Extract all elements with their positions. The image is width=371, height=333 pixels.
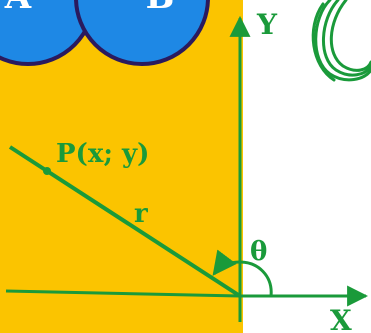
venn-circle-b <box>74 0 210 66</box>
x-axis-label: X <box>330 304 352 333</box>
ray-length-label: r <box>134 199 148 229</box>
venn-label-a: A <box>4 0 32 17</box>
venn-circle-a <box>0 0 96 66</box>
x-axis-left <box>5 289 241 298</box>
green-scribble-icon <box>311 0 371 82</box>
venn-label-b: B <box>146 0 175 17</box>
venn-diagram: A B <box>0 0 210 66</box>
angle-theta-label: θ <box>250 237 267 267</box>
angle-theta-arc <box>212 249 273 297</box>
point-p <box>43 167 51 175</box>
point-p-label: P(x; y) <box>56 139 149 169</box>
y-axis-label: Y <box>256 8 278 41</box>
